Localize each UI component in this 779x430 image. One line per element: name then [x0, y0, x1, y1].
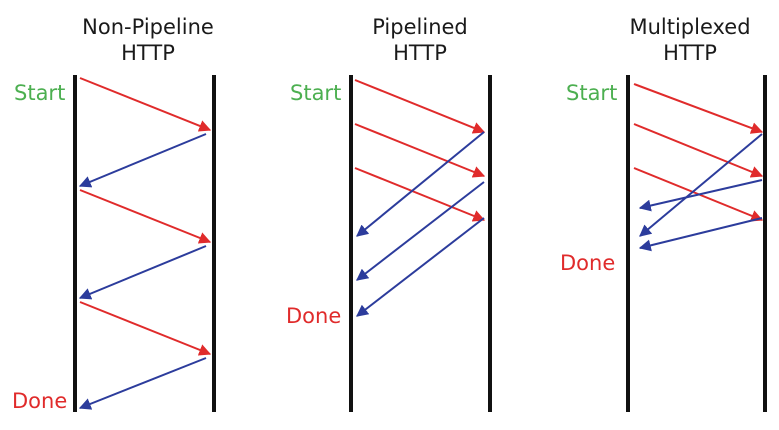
pipelined-title-line1: Pipelined: [372, 15, 468, 39]
pipelined-start-label: Start: [290, 81, 342, 105]
pipelined-request-arrow-2: [354, 123, 486, 178]
non-pipeline-request-arrow-1: [79, 77, 212, 132]
non-pipeline-request-arrow-3: [79, 301, 212, 356]
non-pipeline-response-arrow-3: [78, 357, 207, 410]
pipelined-response-arrow-2: [356, 181, 485, 281]
multiplexed-start-label: Start: [566, 81, 618, 105]
non-pipeline-response-arrow-1: [78, 133, 207, 188]
multiplexed-title-line1: Multiplexed: [629, 15, 751, 39]
multiplexed-request-arrow-1: [633, 83, 764, 134]
non-pipeline-title-line2: HTTP: [121, 41, 175, 65]
non-pipeline-title-line1: Non-Pipeline: [82, 15, 214, 39]
multiplexed-title: Multiplexed HTTP: [580, 14, 779, 66]
non-pipeline-start-label: Start: [14, 81, 66, 105]
multiplexed-title-line2: HTTP: [663, 41, 717, 65]
pipelined-request-arrow-1: [354, 79, 486, 134]
non-pipeline-response-arrow-2: [78, 245, 207, 300]
multiplexed-done-label: Done: [560, 251, 616, 275]
pipelined-response-arrow-3: [356, 217, 485, 317]
multiplexed-response-arrow-2: [639, 133, 763, 237]
pipelined-title: Pipelined HTTP: [310, 14, 530, 66]
multiplexed-response-arrow-1: [638, 179, 763, 212]
non-pipeline-title: Non-Pipeline HTTP: [38, 14, 258, 66]
pipelined-done-label: Done: [286, 304, 342, 328]
non-pipeline-done-label: Done: [12, 389, 68, 413]
pipelined-response-arrow-1: [356, 131, 485, 237]
pipelined-title-line2: HTTP: [393, 41, 447, 65]
multiplexed-response-arrow-3: [638, 217, 763, 252]
pipelined-request-arrow-3: [354, 167, 486, 222]
multiplexed-request-arrow-2: [633, 123, 764, 178]
non-pipeline-request-arrow-2: [79, 189, 212, 244]
